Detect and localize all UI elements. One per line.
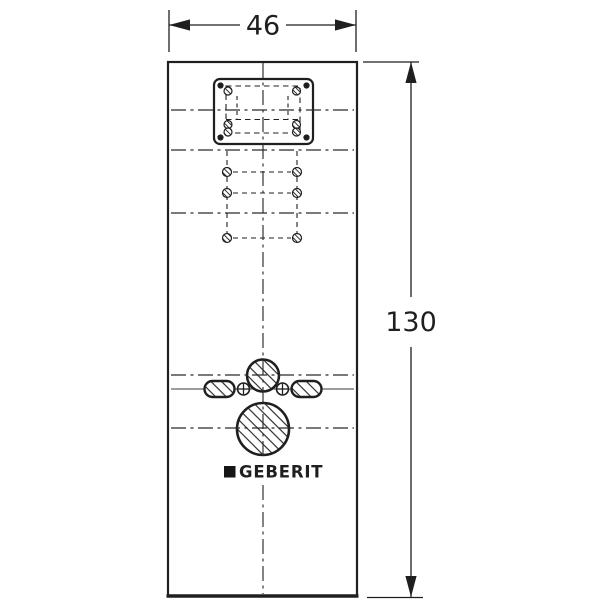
screw-boss-lower-right-1	[291, 119, 302, 130]
corner-screw-top-left	[217, 82, 224, 89]
brand-logo: GEBERIT	[219, 460, 325, 484]
mounting-hole-r1-right	[291, 166, 303, 178]
arrow-up-icon	[405, 62, 417, 83]
logo-background	[219, 460, 325, 484]
corner-screw-bottom-left	[217, 134, 224, 141]
screw-boss-upper-right	[291, 86, 302, 96]
actuator-plate-mounting-zone	[226, 151, 298, 239]
mounting-hole-circles	[221, 166, 303, 244]
corner-screw-top-right	[303, 82, 310, 89]
arrow-down-icon	[405, 576, 417, 597]
width-dimension: 46	[168, 10, 357, 52]
height-dimension: 130	[363, 61, 437, 599]
mounting-hole-r3-left	[221, 232, 233, 244]
corner-screw-bottom-right	[303, 134, 310, 141]
width-dimension-label: 46	[246, 11, 280, 42]
fixing-lug-right	[290, 379, 323, 399]
screw-boss-lower-right-2	[291, 127, 302, 137]
brand-wordmark: GEBERIT	[239, 463, 323, 482]
screw-boss-upper-left	[223, 86, 233, 96]
fixing-screw-left	[236, 382, 251, 396]
arrow-right-icon	[335, 19, 356, 31]
fixing-lug-left	[203, 379, 236, 399]
logo-square-icon	[224, 466, 236, 478]
mounting-hole-r2-right	[291, 187, 303, 199]
mounting-hole-r2-left	[221, 187, 233, 199]
fixing-screw-right	[275, 382, 290, 396]
screw-boss-lower-left-1	[223, 119, 233, 130]
height-dimension-label: 130	[385, 307, 437, 338]
mounting-hole-r3-right	[291, 232, 303, 244]
mounting-hole-r1-left	[221, 166, 233, 178]
centerlines	[171, 63, 354, 594]
arrow-left-icon	[169, 19, 190, 31]
screw-boss-lower-left-2	[223, 127, 233, 137]
